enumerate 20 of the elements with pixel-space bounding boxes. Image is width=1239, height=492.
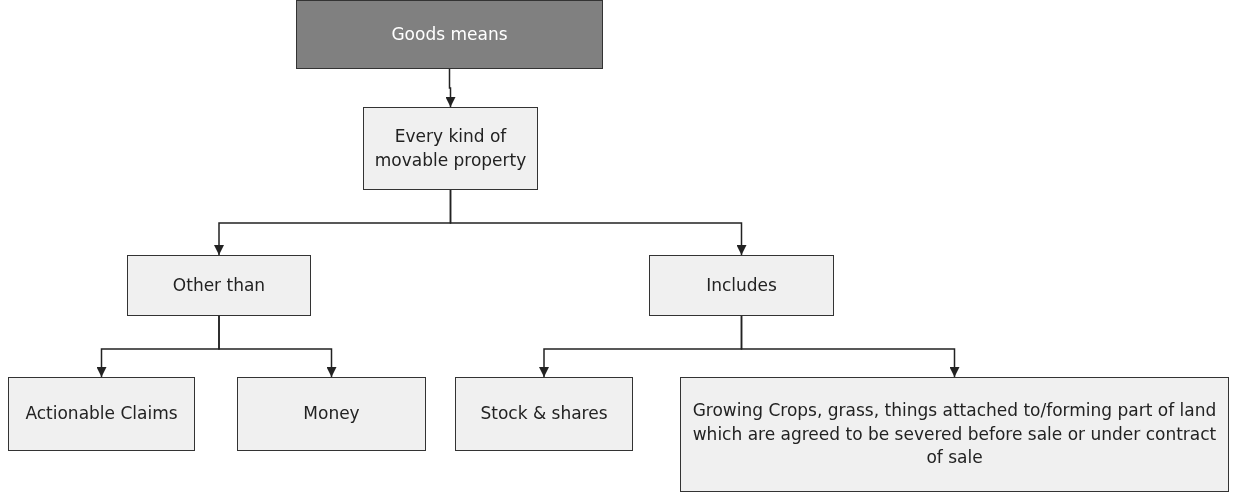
- arrow: [449, 189, 747, 256]
- node-text: Goods means: [391, 22, 508, 46]
- arrow: [445, 68, 456, 108]
- arrow: [740, 315, 960, 378]
- node-text: Money: [303, 402, 360, 426]
- node-text: Stock & shares: [480, 402, 608, 426]
- concept-box: [127, 255, 311, 316]
- node-text: Other than: [172, 273, 266, 297]
- arrow: [218, 315, 337, 378]
- node-text: Includes: [706, 273, 777, 297]
- concept-box: [237, 377, 426, 451]
- concept-box: [680, 377, 1229, 492]
- concept-box: [8, 377, 195, 451]
- concept-box: [363, 107, 538, 190]
- concept-box: [649, 255, 834, 316]
- node-text: Actionable Claims: [25, 402, 178, 426]
- title-box: [296, 0, 603, 69]
- node-text: Growing Crops, grass, things attached to/forming part of land which are agreed to be severed before sale or under contract of sale: [691, 398, 1218, 470]
- node-text: Every kind of movable property: [373, 124, 528, 172]
- concept-box: [455, 377, 633, 451]
